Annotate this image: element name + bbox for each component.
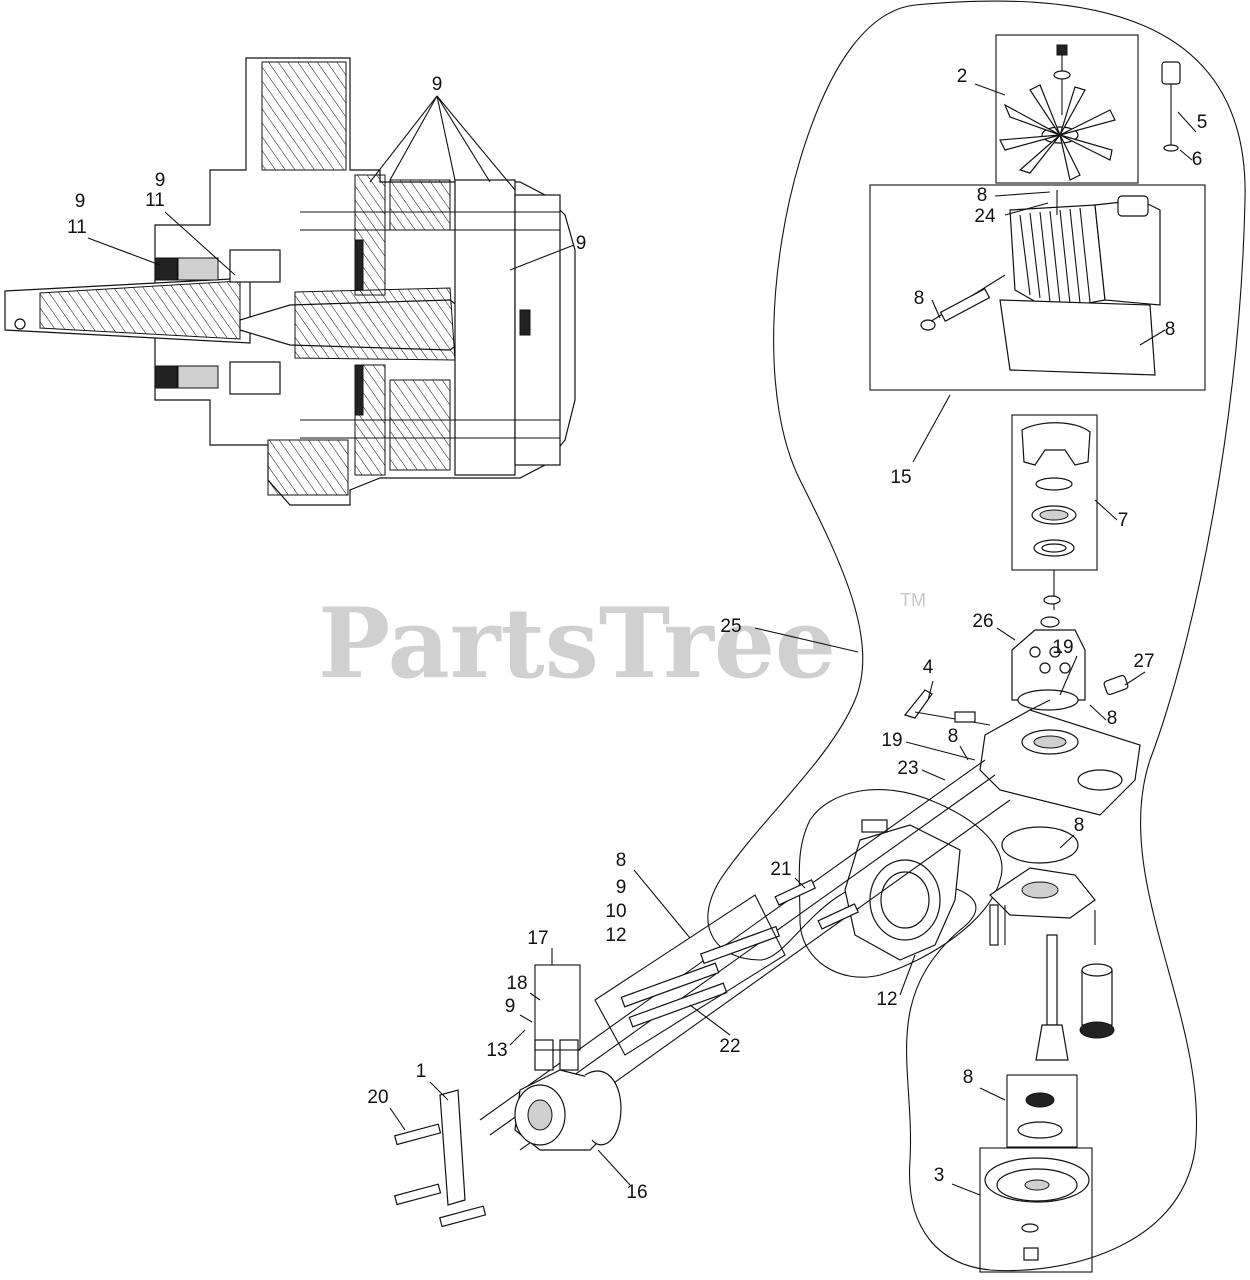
pump-shaft xyxy=(1035,934,1069,1061)
callout-c-8-h[interactable]: 8 xyxy=(963,1067,974,1088)
callout-c-8-g[interactable]: 8 xyxy=(616,850,627,871)
callout-c-8-e[interactable]: 8 xyxy=(948,726,959,747)
callout-c-8-a[interactable]: 8 xyxy=(977,185,988,206)
callout-c-22[interactable]: 22 xyxy=(719,1036,740,1057)
motor-housing-assembly xyxy=(869,184,1206,391)
callout-c-9-d[interactable]: 9 xyxy=(576,233,587,254)
callout-c-26[interactable]: 26 xyxy=(972,611,993,632)
callout-c-1[interactable]: 1 xyxy=(416,1061,427,1082)
callout-c-7[interactable]: 7 xyxy=(1118,510,1129,531)
callout-c-27[interactable]: 27 xyxy=(1133,651,1154,672)
cross-section-view xyxy=(4,57,576,506)
seal-assembly xyxy=(1006,1074,1078,1148)
charge-plug xyxy=(1103,674,1129,696)
callout-c-11-b[interactable]: 11 xyxy=(67,217,87,238)
callout-c-8-d[interactable]: 8 xyxy=(1107,708,1118,729)
assembly-25-boundary xyxy=(707,0,1246,1272)
callout-c-20[interactable]: 20 xyxy=(367,1087,388,1108)
end-cap xyxy=(989,867,1096,945)
callout-c-12-a[interactable]: 12 xyxy=(605,925,626,946)
callout-c-25[interactable]: 25 xyxy=(720,616,741,637)
fan-assembly xyxy=(995,34,1139,184)
callout-c-11-a[interactable]: 11 xyxy=(145,190,165,211)
callout-c-9-a[interactable]: 9 xyxy=(432,74,443,95)
watermark: PartsTree xyxy=(318,587,836,700)
callout-c-18[interactable]: 18 xyxy=(506,973,527,994)
callout-c-6[interactable]: 6 xyxy=(1192,149,1203,170)
exploded-leaders xyxy=(389,83,1197,1196)
callout-c-16[interactable]: 16 xyxy=(626,1182,647,1203)
bracket xyxy=(439,1089,466,1206)
cross-section-leaders xyxy=(87,95,575,276)
dipstick xyxy=(1161,61,1181,152)
callout-c-19-a[interactable]: 19 xyxy=(1052,637,1073,658)
o-ring xyxy=(1001,826,1079,864)
housing-12-boundary xyxy=(798,789,1003,978)
swashplate-bearing-assembly xyxy=(1011,414,1098,628)
callout-c-21[interactable]: 21 xyxy=(770,859,791,880)
callout-c-19-b[interactable]: 19 xyxy=(881,730,902,751)
transaxle-housing xyxy=(844,819,961,961)
bolts xyxy=(393,879,999,1228)
callout-c-8-b[interactable]: 8 xyxy=(914,288,925,309)
callout-c-8-c[interactable]: 8 xyxy=(1165,319,1176,340)
plate xyxy=(534,964,581,1051)
callout-c-10[interactable]: 10 xyxy=(605,901,626,922)
seal-kit-box xyxy=(594,894,786,1056)
callout-c-9-b[interactable]: 9 xyxy=(155,170,166,191)
callout-c-3[interactable]: 3 xyxy=(934,1165,945,1186)
callout-c-9-f[interactable]: 9 xyxy=(505,996,516,1017)
callout-c-15[interactable]: 15 xyxy=(890,467,911,488)
pulley-assembly xyxy=(979,1147,1093,1273)
bypass-lever xyxy=(903,689,991,726)
callout-c-13[interactable]: 13 xyxy=(486,1040,507,1061)
watermark-trademark: TM xyxy=(900,590,926,610)
callout-c-5[interactable]: 5 xyxy=(1197,112,1208,133)
callout-c-8-f[interactable]: 8 xyxy=(1074,815,1085,836)
callout-c-2[interactable]: 2 xyxy=(957,66,968,87)
callout-c-23[interactable]: 23 xyxy=(897,758,918,779)
wheel-motor xyxy=(514,1039,622,1151)
callout-c-24[interactable]: 24 xyxy=(974,206,996,227)
filter xyxy=(1079,963,1115,1039)
callout-c-12-b[interactable]: 12 xyxy=(876,989,897,1010)
callout-c-9-e[interactable]: 9 xyxy=(616,877,627,898)
callout-c-4[interactable]: 4 xyxy=(923,657,934,678)
callout-c-9-c[interactable]: 9 xyxy=(75,191,86,212)
callout-c-17[interactable]: 17 xyxy=(527,928,548,949)
center-section xyxy=(979,699,1141,816)
cylinder-block xyxy=(1011,629,1086,711)
